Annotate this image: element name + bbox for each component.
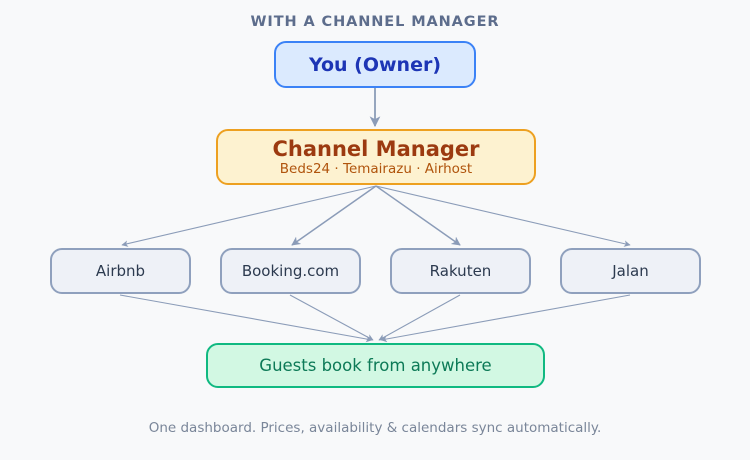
node-platform-label: Rakuten — [429, 262, 492, 280]
node-guests-label: Guests book from anywhere — [259, 356, 492, 375]
section-title: WITH A CHANNEL MANAGER — [250, 14, 500, 30]
node-channel-manager-label: Channel Manager — [272, 137, 480, 162]
node-owner[interactable]: You (Owner) — [274, 41, 476, 88]
edge-rakuten-to-guests — [378, 294, 461, 341]
node-channel-manager-subtitle: Beds24 · Temairazu · Airhost — [279, 161, 473, 178]
edge-channel-manager-to-airbnb — [121, 185, 377, 247]
footer-note: One dashboard. Prices, availability & ca… — [148, 420, 602, 436]
edge-channel-manager-to-jalan — [375, 185, 631, 247]
edge-jalan-to-guests — [380, 294, 631, 343]
node-platform-jalan[interactable]: Jalan — [560, 248, 701, 294]
edge-channel-manager-to-booking — [291, 185, 377, 246]
node-platform-booking[interactable]: Booking.com — [220, 248, 361, 294]
node-platform-label: Booking.com — [241, 262, 340, 280]
node-platform-label: Jalan — [612, 262, 649, 280]
node-platform-rakuten[interactable]: Rakuten — [390, 248, 531, 294]
node-owner-label: You (Owner) — [308, 53, 442, 76]
edge-channel-manager-to-rakuten — [375, 185, 461, 246]
node-platform-label: Airbnb — [95, 262, 146, 280]
node-guests[interactable]: Guests book from anywhere — [206, 343, 545, 388]
node-platform-airbnb[interactable]: Airbnb — [50, 248, 191, 294]
node-channel-manager[interactable]: Channel Manager Beds24 · Temairazu · Air… — [216, 129, 536, 185]
edge-booking-to-guests — [289, 294, 374, 341]
edge-airbnb-to-guests — [119, 294, 373, 343]
